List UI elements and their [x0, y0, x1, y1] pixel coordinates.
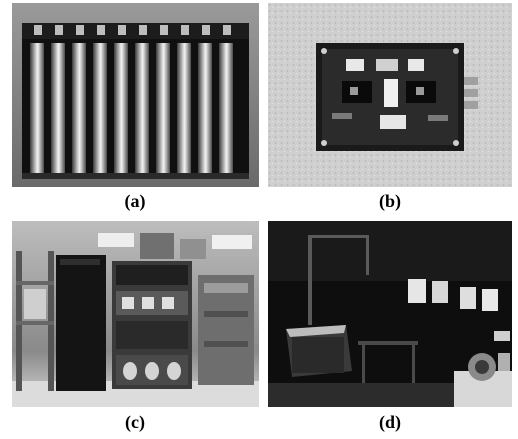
panel-d-caption: (d): [379, 412, 401, 432]
photo-equipment-racks: [12, 221, 259, 407]
panel-a-caption: (a): [124, 191, 146, 211]
panel-c-caption: (c): [125, 412, 145, 432]
photo-test-room: [268, 221, 512, 407]
circuit-board-illustration: [268, 3, 512, 187]
photo-capacitor-bank: [12, 3, 259, 187]
test-room-illustration: [268, 221, 512, 407]
capacitor-bank-illustration: [12, 3, 259, 187]
equipment-racks-illustration: [12, 221, 259, 407]
panel-b-caption: (b): [379, 191, 401, 211]
photo-circuit-board: [268, 3, 512, 187]
